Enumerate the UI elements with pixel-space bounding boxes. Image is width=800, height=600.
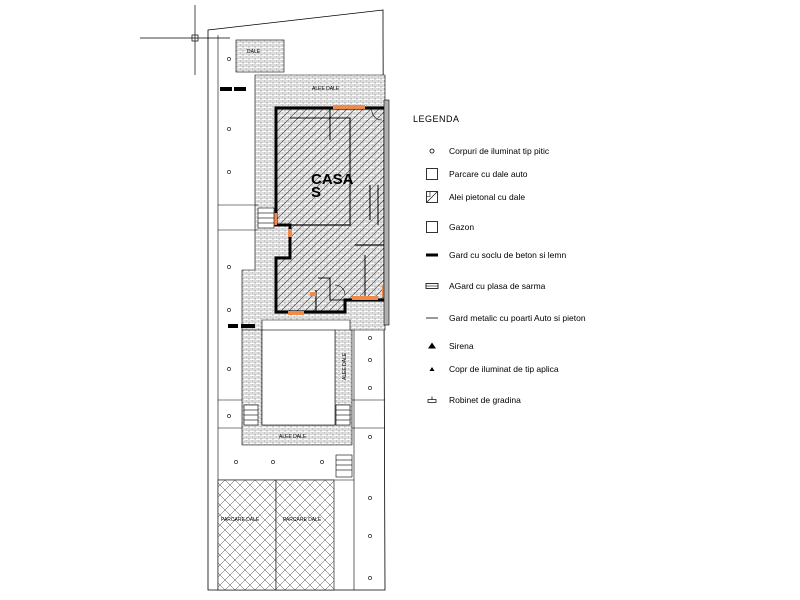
legend-label: Corpuri de iluminat tip pitic <box>449 146 550 156</box>
walkway-side-label: ALEE DALE <box>342 352 348 380</box>
legend-item: Gazon <box>425 220 474 234</box>
legend-label: Gard cu soclu de beton si lemn <box>449 250 567 260</box>
legend-item: Corpuri de iluminat tip pitic <box>425 144 549 158</box>
legend-label: Gazon <box>449 222 475 232</box>
crosshair-mark <box>140 5 230 75</box>
parking-left <box>217 479 277 591</box>
thin-line-fence-icon <box>425 311 439 325</box>
small-triangle-light-icon <box>425 362 439 376</box>
legend-label: Sirena <box>449 341 474 351</box>
legend-item: Gard cu soclu de beton si lemn <box>425 248 566 262</box>
light-fixtures <box>227 57 372 580</box>
house-label-2: S <box>311 184 321 201</box>
hatched-square-icon <box>425 190 439 204</box>
legend-label: AGard cu plasa de sarma <box>449 281 546 291</box>
legend-label: Robinet de gradina <box>449 395 521 405</box>
lower-steps <box>243 404 353 478</box>
legend-label: Copr de iluminat de tip aplica <box>449 364 559 374</box>
parking-right <box>275 479 335 591</box>
corner-tile-area <box>235 39 285 73</box>
legend-item: AGard cu plasa de sarma <box>425 279 545 293</box>
walkway-top-label: ALEE DALE <box>312 86 340 92</box>
concrete-fence-segments <box>220 87 255 328</box>
legend-label: Gard metalic cu poarti Auto si pieton <box>449 313 586 323</box>
triangle-siren-icon <box>425 339 439 353</box>
legend-item: Robinet de gradina <box>425 393 521 407</box>
circle-light-icon <box>425 144 439 158</box>
corner-tile-label: DALE <box>247 49 261 55</box>
lawn-courtyard <box>261 329 336 426</box>
parking-right-label: PARCARE DALE <box>283 517 322 523</box>
walkway-mid-label: ALEE DALE <box>279 434 307 440</box>
legend-item: Gard metalic cu poarti Auto si pieton <box>425 311 586 325</box>
legend-item: Alei pietonal cu dale <box>425 190 525 204</box>
legend-item: Parcare cu dale auto <box>425 167 527 181</box>
parking-left-label: PARCARE DALE <box>221 517 260 523</box>
thick-line-fence-icon <box>425 248 439 262</box>
house-label: CASA <box>311 171 354 188</box>
metal-fence-strip <box>383 99 390 326</box>
entry-steps <box>257 207 275 229</box>
legend-item: Copr de iluminat de tip aplica <box>425 362 559 376</box>
tap-icon <box>425 393 439 407</box>
square-lawn-icon <box>425 220 439 234</box>
interior-walls <box>290 108 385 312</box>
legend-item: Sirena <box>425 339 474 353</box>
mesh-fence-icon <box>425 279 439 293</box>
square-parking-icon <box>425 167 439 181</box>
legend-label: Parcare cu dale auto <box>449 169 528 179</box>
legend-title: LEGENDA <box>413 114 460 124</box>
legend-label: Alei pietonal cu dale <box>449 192 526 202</box>
